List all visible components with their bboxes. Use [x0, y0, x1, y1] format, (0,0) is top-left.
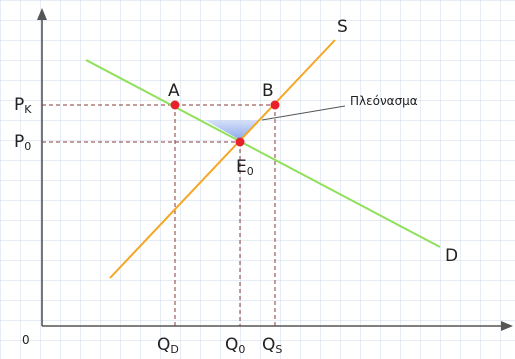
- supply-curve: [109, 39, 336, 279]
- y-axis-arrow: [37, 8, 47, 20]
- surplus-annotation: Πλεόνασμα: [350, 94, 418, 108]
- surplus-pointer: [261, 105, 346, 121]
- point-a-marker: [170, 100, 180, 110]
- origin-label: 0: [22, 333, 30, 347]
- qd-label: QD: [157, 335, 179, 356]
- x-axis-arrow: [501, 321, 513, 331]
- qs-label: QS: [262, 335, 282, 356]
- equilibrium-marker: [235, 137, 245, 147]
- point-b-label: B: [262, 81, 274, 101]
- equilibrium-label: E0: [236, 157, 254, 178]
- equilibrium-price-label: P0: [14, 132, 31, 153]
- point-b-marker: [270, 100, 280, 110]
- surplus-area: [205, 120, 258, 140]
- supply-label: S: [337, 17, 348, 37]
- point-a-label: A: [168, 81, 180, 101]
- demand-curve: [85, 59, 441, 248]
- q0-label: Q0: [225, 335, 245, 356]
- price-ceiling-label: PK: [14, 95, 32, 116]
- demand-label: D: [445, 246, 458, 266]
